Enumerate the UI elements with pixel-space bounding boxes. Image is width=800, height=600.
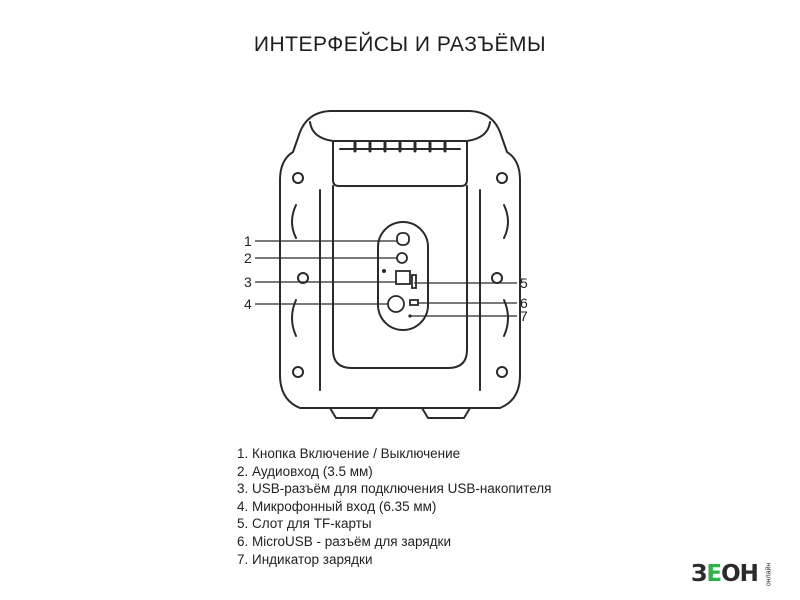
legend-item: 5. Слот для TF-карты [237, 516, 372, 532]
handle [332, 140, 468, 187]
legend-item: 1. Кнопка Включение / Выключение [237, 446, 461, 461]
audio-jack-icon [396, 252, 408, 264]
legend-item: 6. MicroUSB - разъём для зарядки [237, 533, 452, 549]
speaker-diagram: 1 2 3 4 5 6 7 [244, 110, 528, 419]
callout-1: 1 [244, 233, 252, 249]
callout-7: 7 [520, 308, 528, 324]
callout-3: 3 [244, 274, 252, 290]
legend-item: 2. Аудиовход (3.5 мм) [237, 463, 373, 479]
callout-6: 6 [520, 295, 528, 311]
speaker-back-panel [279, 110, 521, 409]
legend-item: 3. USB-разъём для подключения USB-накопи… [237, 481, 552, 497]
callout-5: 5 [520, 275, 528, 291]
brand-logo-text: ЗЕОН [691, 561, 759, 587]
legend-item: 4. Микрофонный вход (6.35 мм) [237, 498, 437, 514]
control-panel [377, 221, 429, 331]
brand-logo-subtext: онлайн [765, 562, 773, 586]
callout-2: 2 [244, 250, 252, 266]
power-button-icon [396, 232, 410, 246]
legend-item: 7. Индикатор зарядки [237, 551, 373, 567]
inner-panel [332, 185, 468, 369]
brand-logo: ЗЕОН онлайн [691, 561, 780, 587]
page-title: ИНТЕРФЕЙСЫ И РАЗЪЁМЫ [253, 33, 547, 56]
tf-slot-icon [411, 274, 417, 289]
callout-4: 4 [244, 296, 252, 312]
microusb-port-icon [409, 299, 419, 306]
legend-list: 1. Кнопка Включение / Выключение 2. Ауди… [237, 445, 552, 568]
usb-port-icon [395, 270, 411, 285]
mic-jack-icon [387, 295, 405, 313]
